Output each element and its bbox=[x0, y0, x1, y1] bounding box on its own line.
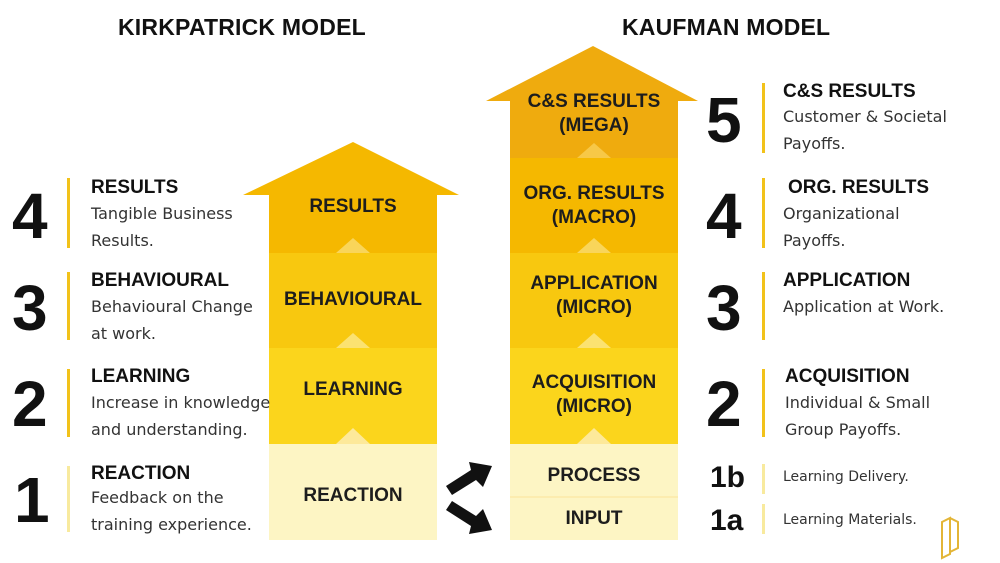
k-notch-1 bbox=[336, 428, 370, 444]
k-level-1-heading: REACTION bbox=[91, 463, 191, 484]
f-level-5-desc: Customer & Societal Payoffs. bbox=[783, 107, 947, 153]
f-block-process bbox=[510, 444, 678, 497]
f-label-application: APPLICATION (MICRO) bbox=[530, 273, 658, 318]
f-block-input bbox=[510, 497, 678, 540]
f-label-acquisition: ACQUISITION (MICRO) bbox=[531, 372, 657, 417]
kirkpatrick-title: KIRKPATRICK MODEL bbox=[118, 14, 366, 40]
k-notch-2 bbox=[336, 333, 370, 348]
k-level-2-heading: LEARNING bbox=[91, 366, 191, 387]
k-level-4-desc: Tangible Business Results. bbox=[91, 204, 233, 250]
f-level-4-desc: Organizational Payoffs. bbox=[783, 204, 900, 250]
f-level-4-heading: ORG. RESULTS bbox=[788, 177, 930, 198]
f-block-mega bbox=[486, 46, 698, 158]
k-label-reaction: REACTION bbox=[303, 485, 403, 506]
f-level-2-desc: Individual & Small Group Payoffs. bbox=[785, 393, 931, 439]
f-notch-2 bbox=[577, 333, 611, 348]
f-level-2-heading: ACQUISITION bbox=[785, 366, 910, 387]
f-level-1b-desc: Learning Delivery. bbox=[783, 469, 909, 485]
k-level-2-desc: Increase in knowledge and understanding. bbox=[91, 393, 271, 439]
f-level-4-number: 4 bbox=[706, 180, 742, 252]
f-label-process: PROCESS bbox=[547, 465, 641, 486]
kirkpatrick-stack bbox=[243, 142, 459, 540]
k-level-4-heading: RESULTS bbox=[91, 177, 179, 198]
f-notch-4 bbox=[577, 143, 611, 158]
f-label-input: INPUT bbox=[565, 508, 623, 529]
f-level-1a-number: 1a bbox=[710, 504, 744, 537]
k-level-4-number: 4 bbox=[12, 180, 48, 252]
k-block-behavioural bbox=[269, 253, 437, 348]
k-block-results bbox=[243, 142, 459, 253]
kirkpatrick-accent-bars bbox=[67, 178, 70, 532]
k-label-learning: LEARNING bbox=[303, 379, 403, 400]
f-level-3-heading: APPLICATION bbox=[783, 270, 911, 291]
f-block-application bbox=[510, 253, 678, 348]
k-block-reaction bbox=[269, 444, 437, 540]
f-notch-3 bbox=[577, 238, 611, 253]
think-codex-logo bbox=[941, 516, 959, 560]
f-label-org: ORG. RESULTS (MACRO) bbox=[523, 183, 665, 228]
f-level-5-number: 5 bbox=[706, 84, 742, 156]
k-level-1-desc: Feedback on the training experience. bbox=[91, 488, 252, 534]
kaufman-title: KAUFMAN MODEL bbox=[622, 14, 831, 40]
f-block-org bbox=[510, 158, 678, 253]
f-level-5-heading: C&S RESULTS bbox=[783, 81, 916, 102]
f-level-1b-number: 1b bbox=[710, 461, 746, 494]
f-notch-1 bbox=[577, 428, 611, 444]
f-label-mega: C&S RESULTS (MEGA) bbox=[527, 91, 661, 136]
f-level-3-number: 3 bbox=[706, 272, 742, 344]
k-level-2-number: 2 bbox=[12, 368, 48, 440]
f-level-1a-desc: Learning Materials. bbox=[783, 512, 917, 528]
f-level-2-number: 2 bbox=[706, 368, 742, 440]
k-level-3-desc: Behavioural Change at work. bbox=[91, 297, 253, 343]
k-label-behavioural: BEHAVIOURAL bbox=[284, 289, 422, 310]
k-level-1-number: 1 bbox=[14, 464, 50, 536]
k-level-3-heading: BEHAVIOURAL bbox=[91, 270, 229, 291]
double-arrow-icon bbox=[446, 462, 492, 534]
k-notch-3 bbox=[336, 238, 370, 253]
f-level-3-desc: Application at Work. bbox=[783, 297, 945, 316]
k-label-results: RESULTS bbox=[309, 196, 397, 217]
kaufman-stack bbox=[486, 46, 698, 540]
kaufman-accent-bars bbox=[762, 83, 765, 534]
k-level-3-number: 3 bbox=[12, 272, 48, 344]
